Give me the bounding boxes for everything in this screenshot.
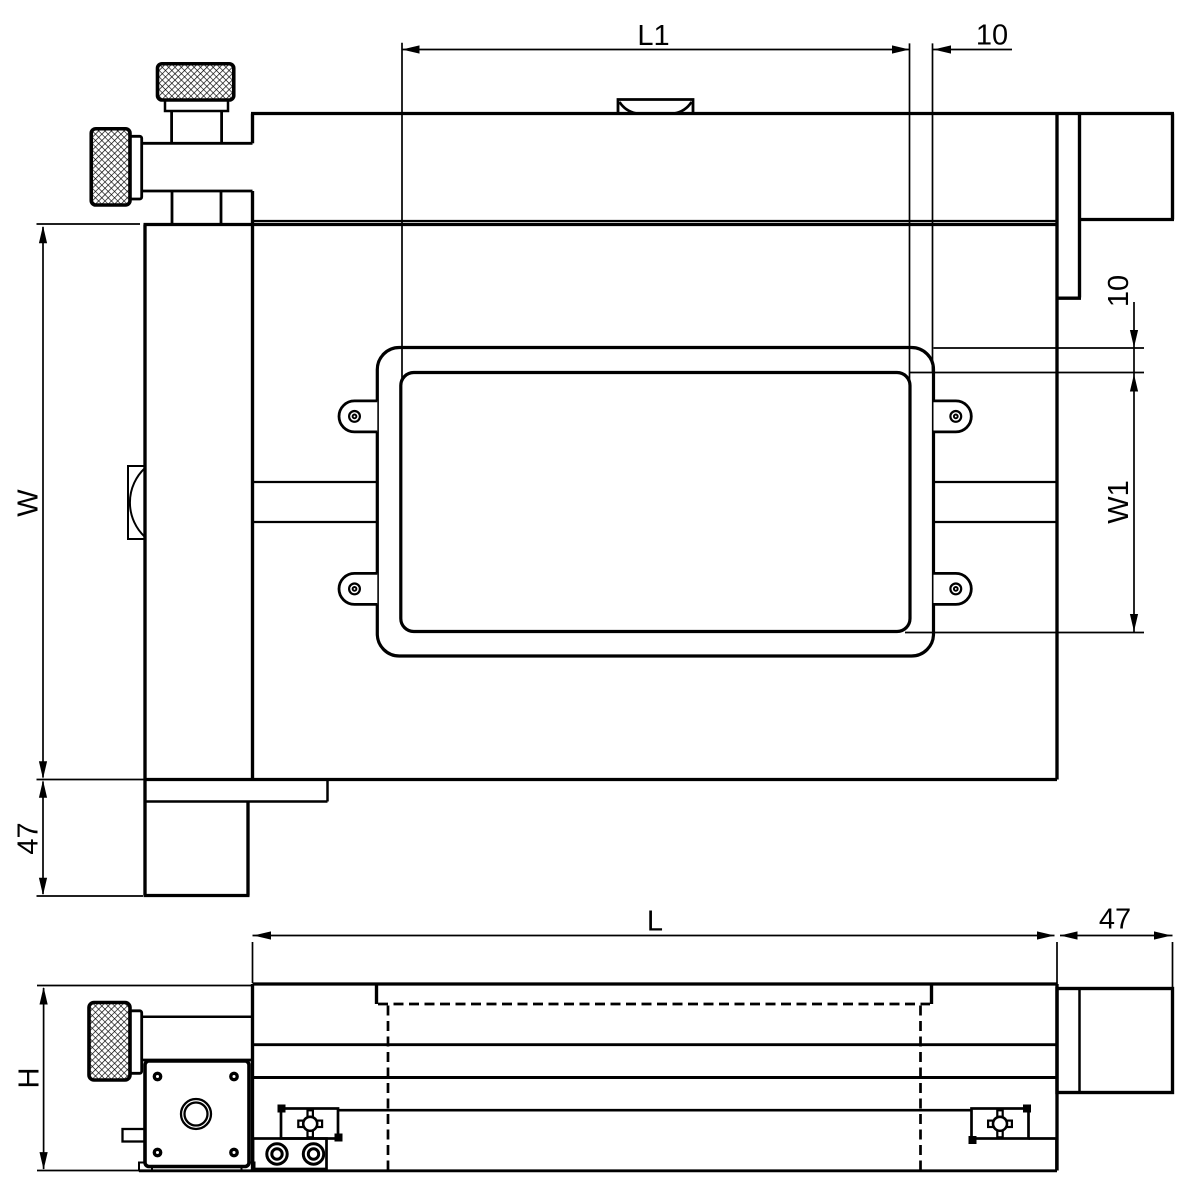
svg-text:10: 10 bbox=[1103, 275, 1135, 307]
svg-text:47: 47 bbox=[13, 822, 45, 854]
svg-text:L1: L1 bbox=[637, 20, 669, 52]
svg-text:47: 47 bbox=[1099, 904, 1131, 936]
svg-text:W: W bbox=[13, 489, 45, 517]
svg-text:10: 10 bbox=[976, 20, 1008, 52]
svg-text:H: H bbox=[14, 1068, 46, 1089]
svg-text:W1: W1 bbox=[1103, 480, 1135, 524]
svg-text:L: L bbox=[647, 906, 663, 938]
